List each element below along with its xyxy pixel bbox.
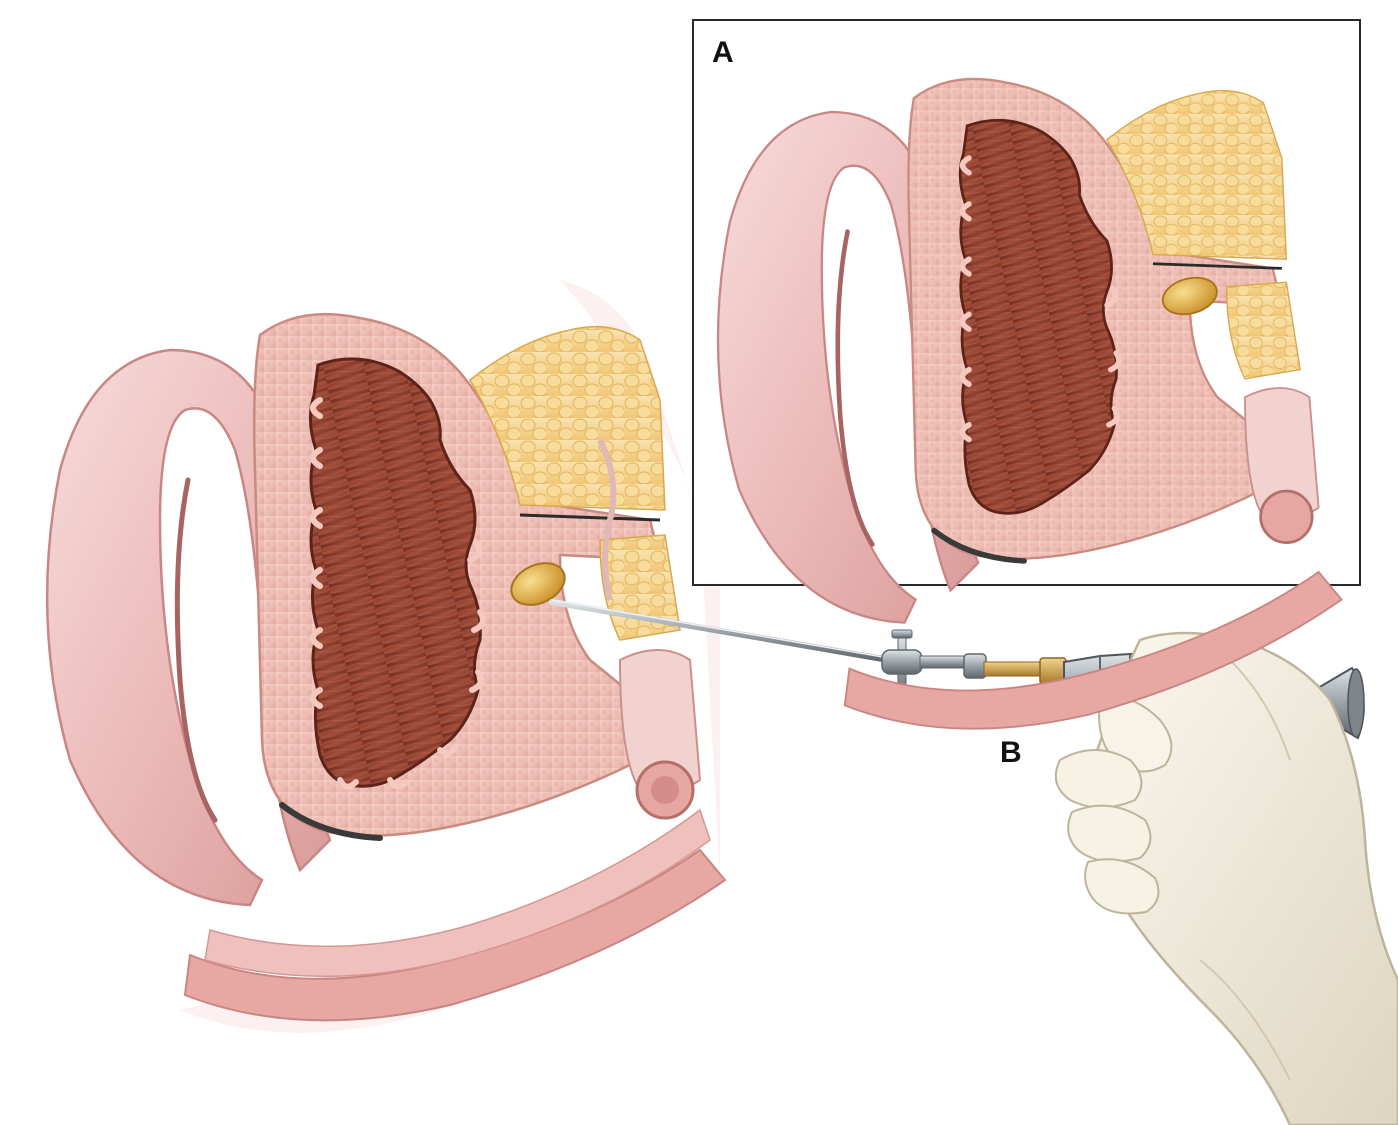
glove-crease (1229, 659, 1291, 761)
endoscope-shaft (549, 599, 903, 665)
hand-fingers (1054, 749, 1160, 915)
hand-thumb (1098, 696, 1173, 773)
pelvic-floor-inner (204, 808, 711, 978)
panel-label-b: B (1000, 736, 1022, 769)
endoscope-neck (919, 655, 969, 669)
fat-tissue (469, 325, 666, 511)
inset-panel-a: A (692, 19, 1361, 730)
panel-label-a: A (712, 36, 734, 69)
glove-crease-wrist (1199, 959, 1291, 1081)
inset-cross-section (716, 77, 1343, 730)
eyepiece-lens (1347, 668, 1365, 738)
sphincter-core (651, 776, 679, 804)
gloved-hand (1054, 631, 1398, 1125)
dark-crease (279, 802, 383, 841)
inset-calculus (1161, 276, 1218, 316)
pelvic-floor-layers (183, 848, 727, 1022)
calculus (510, 562, 566, 606)
rugae (310, 397, 486, 790)
duct-line (519, 513, 661, 522)
brass-sleeve (983, 661, 1047, 677)
endoscope-coupler (963, 653, 987, 679)
fascia-band (597, 438, 617, 601)
main-cross-section (45, 280, 727, 1033)
shaft-highlight (551, 599, 901, 661)
outer-organ-slit (174, 477, 218, 823)
